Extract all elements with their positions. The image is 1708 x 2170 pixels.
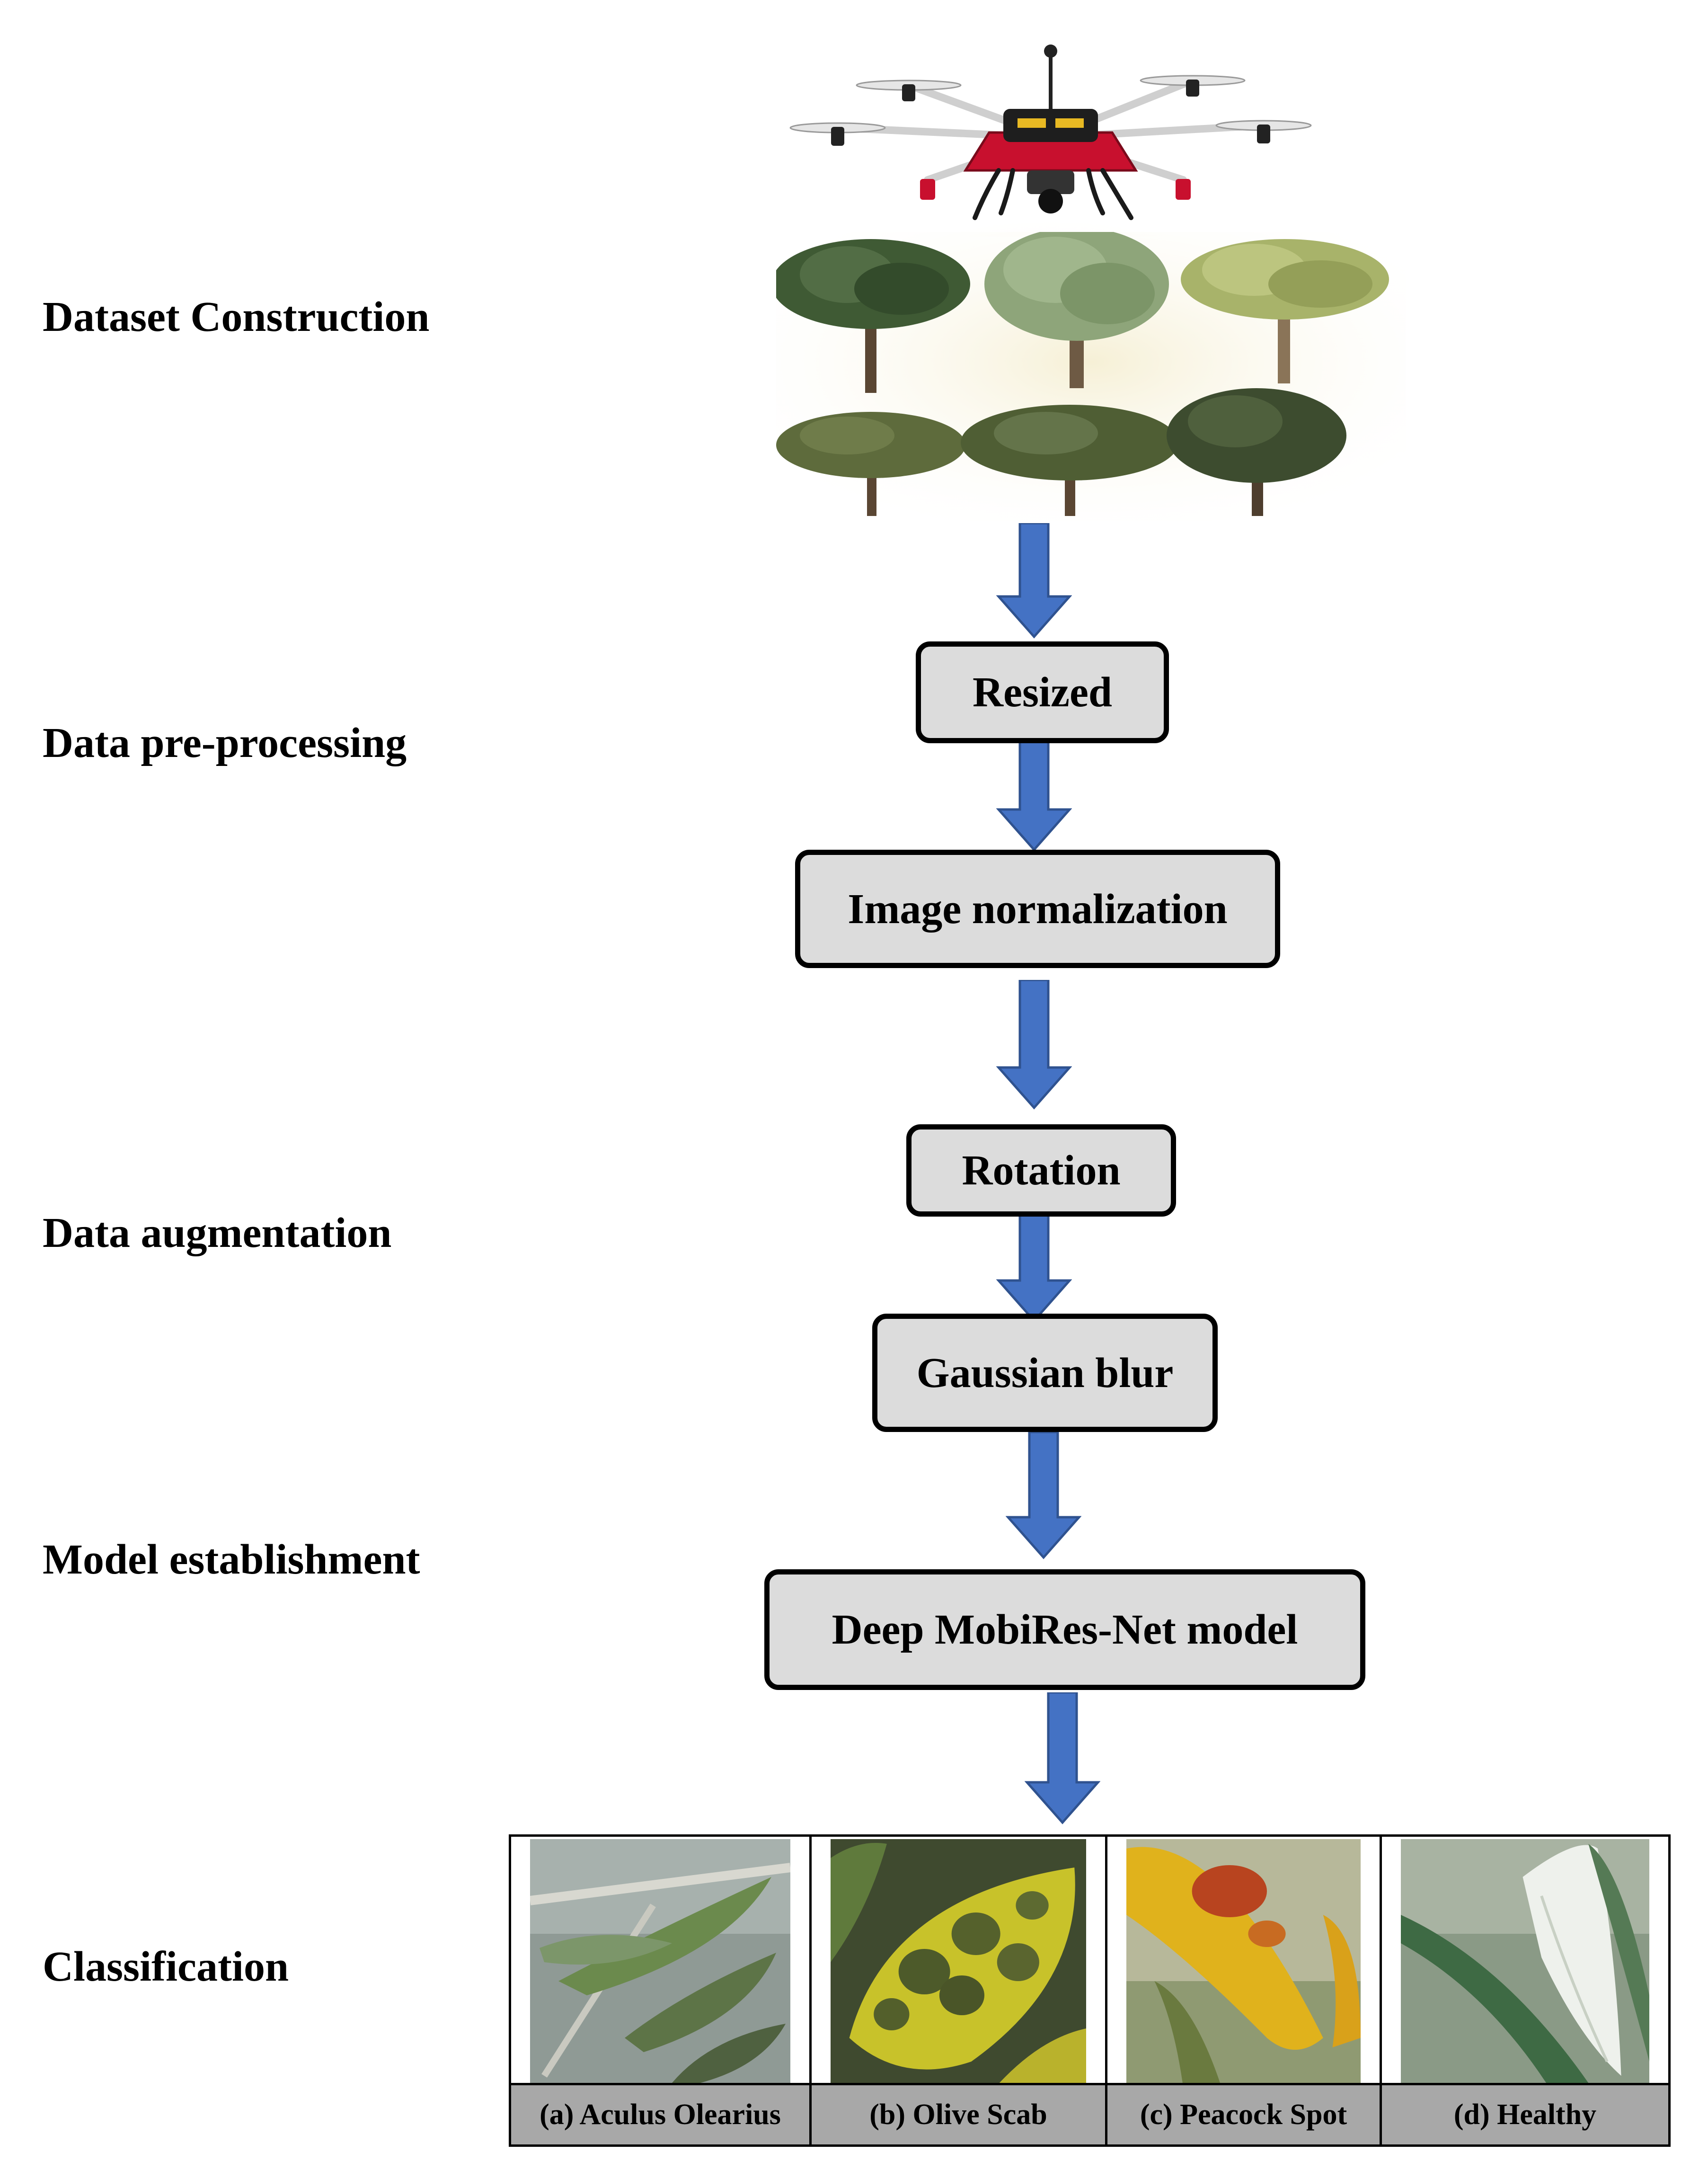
flow-arrow-4 bbox=[996, 1205, 1072, 1323]
olive-trees-illustration bbox=[776, 232, 1406, 521]
stage-label-data-augmentation: Data augmentation bbox=[43, 1210, 392, 1256]
class-label-aculus-olearius: (a) Aculus Olearius bbox=[511, 2083, 809, 2144]
class-cell-olive-scab: (b) Olive Scab bbox=[809, 1837, 1105, 2144]
step-deep-mobires-net-model: Deep MobiRes-Net model bbox=[764, 1569, 1365, 1690]
leaf-photo-aculus-olearius bbox=[530, 1839, 790, 2083]
stage-label-classification: Classification bbox=[43, 1943, 289, 1990]
class-label-peacock-spot: (c) Peacock Spot bbox=[1107, 2083, 1380, 2144]
class-label-olive-scab: (b) Olive Scab bbox=[812, 2083, 1105, 2144]
class-cell-peacock-spot: (c) Peacock Spot bbox=[1105, 1837, 1380, 2144]
leaf-photo-peacock-spot bbox=[1126, 1839, 1361, 2083]
class-cell-healthy: (d) Healthy bbox=[1380, 1837, 1668, 2144]
class-cell-aculus-olearius: (a) Aculus Olearius bbox=[511, 1837, 809, 2144]
step-image-normalization: Image normalization bbox=[795, 850, 1280, 968]
leaf-photo-olive-scab bbox=[831, 1839, 1086, 2083]
flow-arrow-5 bbox=[1006, 1432, 1081, 1559]
step-rotation: Rotation bbox=[906, 1124, 1176, 1217]
flow-arrow-3 bbox=[996, 980, 1072, 1110]
classification-table: (a) Aculus Olearius (b) Olive Scab bbox=[509, 1834, 1671, 2147]
stage-label-model-establishment: Model establishment bbox=[43, 1536, 420, 1583]
leaf-photo-healthy bbox=[1401, 1839, 1649, 2083]
stage-label-dataset-construction: Dataset Construction bbox=[43, 293, 430, 340]
flow-arrow-2 bbox=[996, 738, 1072, 852]
class-label-healthy: (d) Healthy bbox=[1382, 2083, 1668, 2144]
flow-arrow-1 bbox=[996, 523, 1072, 639]
flow-arrow-6 bbox=[1025, 1692, 1100, 1824]
stage-label-data-preprocessing: Data pre-processing bbox=[43, 720, 407, 766]
drone-icon bbox=[789, 44, 1312, 237]
step-gaussian-blur: Gaussian blur bbox=[872, 1314, 1218, 1432]
step-resized: Resized bbox=[916, 641, 1169, 743]
